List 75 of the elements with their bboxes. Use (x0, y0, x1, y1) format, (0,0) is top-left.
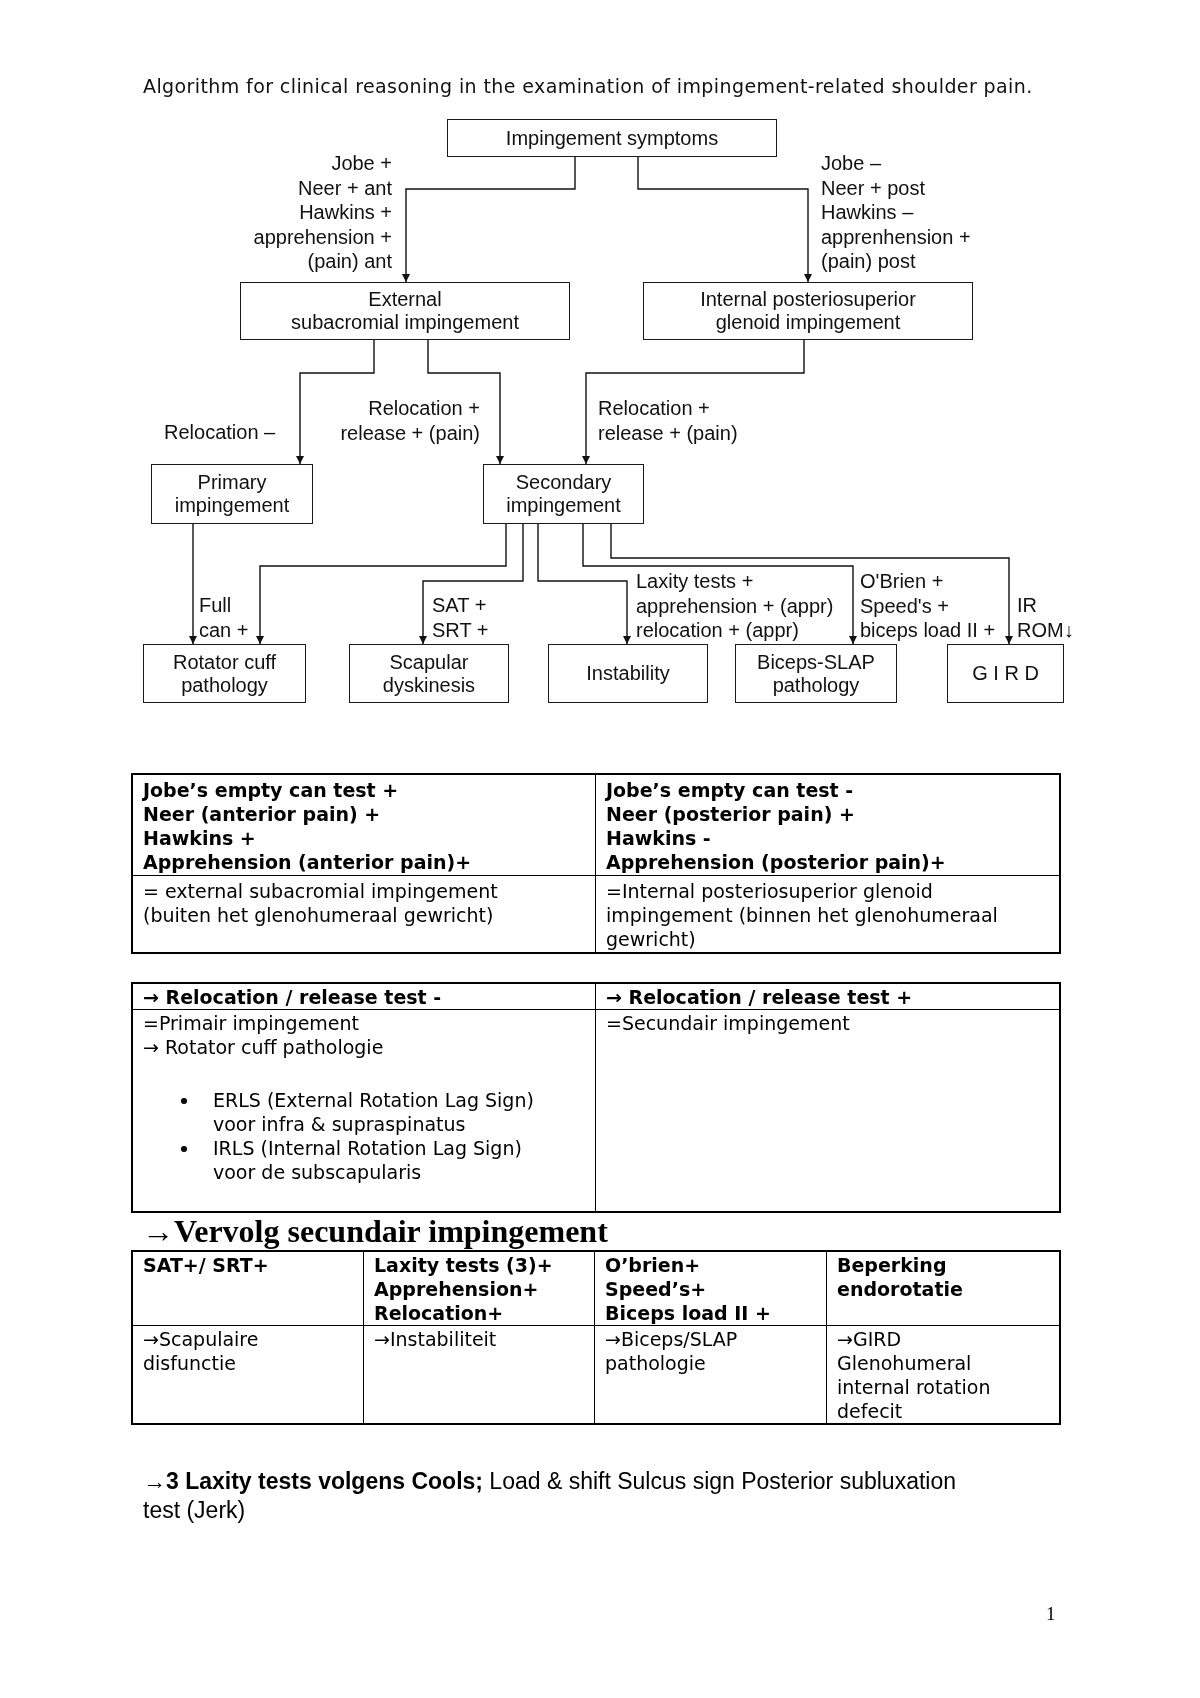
test-criterion: Apprehension (anterior pain)+ (143, 850, 473, 874)
finding-text: →Instabiliteit (374, 1327, 498, 1351)
test-criterion: Apprehension (posterior pain)+ (606, 850, 947, 874)
edge-label: IR ROM↓ (1017, 593, 1074, 642)
arrow (582, 523, 857, 645)
test-criterion: Biceps load II + (605, 1301, 772, 1325)
test-criterion: Beperking endorotatie (837, 1253, 964, 1301)
test-criterion: → Relocation / release test + (606, 985, 914, 1009)
arrow (402, 156, 576, 283)
arrow (582, 339, 805, 465)
finding-text: =Secundair impingement (606, 1011, 851, 1035)
process-box (947, 644, 1064, 703)
finding-text: =Internal posteriosuperior glenoid impingement (binnen het glenohumeraal gewricht) (606, 879, 999, 951)
finding-text: →Biceps/SLAP pathologie (605, 1327, 739, 1375)
edge-label: Laxity tests + apprehension + (appr) relocation + (appr) (636, 569, 834, 643)
arrow (419, 523, 524, 645)
step-label: Scapular dyskinesis (382, 650, 476, 697)
edge-label: Full can + (199, 593, 249, 642)
step-label: G I R D (972, 662, 1039, 685)
title: Algorithm for clinical reasoning in the examination of impingement-related shoulder pain. (143, 74, 1033, 98)
test-criterion: SAT+/ SRT+ (143, 1253, 270, 1277)
process-box (483, 464, 644, 524)
test-criterion: Hawkins + (143, 826, 257, 850)
arrow (537, 523, 631, 645)
step-label: Internal posteriosuperior glenoid impingement (700, 288, 916, 334)
test-criterion: Speed’s+ (605, 1277, 708, 1301)
step-label: Biceps-SLAP pathology (757, 650, 875, 697)
section-heading: →Vervolg secundair impingement (142, 1213, 608, 1249)
list-item-text: IRLS (Internal Rotation Lag Sign) voor de subscapularis (213, 1136, 523, 1184)
edge-label: Jobe – Neer + post Hawkins – apprenhension + (pain) post (821, 151, 971, 274)
test-criterion: Jobe’s empty can test - (606, 778, 855, 802)
step-label: Secondary impingement (506, 471, 621, 517)
edge-label: Relocation + release + (pain) (340, 396, 480, 445)
process-box (240, 282, 570, 340)
finding-text: → Rotator cuff pathologie (143, 1035, 385, 1059)
step-label: Rotator cuff pathology (173, 650, 276, 697)
finding-text: =Primair impingement (143, 1011, 361, 1035)
test-criterion: Relocation+ (374, 1301, 505, 1325)
test-criterion: Neer (posterior pain) + (606, 802, 856, 826)
step-label: Impingement symptoms (505, 126, 719, 150)
finding-text: Glenohumeral internal rotation defecit (837, 1351, 992, 1423)
step-label: External subacromial impingement (291, 288, 519, 334)
list-item-text: ERLS (External Rotation Lag Sign) voor infra & supraspinatus (213, 1088, 535, 1136)
process-box (447, 119, 777, 157)
arrow (427, 339, 504, 465)
process-box (643, 282, 973, 340)
page-number: 1 (1046, 1603, 1056, 1625)
process-box (143, 644, 306, 703)
process-box (349, 644, 509, 703)
test-criterion: Laxity tests (3)+ (374, 1253, 554, 1277)
test-criterion: Apprehension+ (374, 1277, 540, 1301)
step-label: Instability (586, 662, 670, 685)
test-criterion: Jobe’s empty can test + (143, 778, 400, 802)
arrow (296, 339, 375, 465)
process-box (735, 644, 897, 703)
test-criterion: → Relocation / release test - (143, 985, 443, 1009)
finding-text: →Scapulaire disfunctie (143, 1327, 260, 1375)
step-label: Primary impingement (174, 471, 290, 517)
process-box (151, 464, 313, 524)
test-criterion: Neer (anterior pain) + (143, 802, 382, 826)
arrow (256, 523, 507, 645)
process-box (548, 644, 708, 703)
edge-label: Relocation – (164, 420, 276, 445)
arrow (637, 156, 812, 283)
edge-label: Relocation + release + (pain) (598, 396, 738, 445)
arrow (189, 523, 197, 645)
finding-text: = external subacromial impingement (buiten het glenohumeraal gewricht) (143, 879, 499, 927)
finding-text: →GIRD (837, 1327, 903, 1351)
edge-label: SAT + SRT + (432, 593, 489, 642)
edge-label: O'Brien + Speed's + biceps load II + (860, 569, 996, 643)
test-criterion: O’brien+ (605, 1253, 702, 1277)
note-text: →3 Laxity tests volgens Cools; Load & shift Sulcus sign Posterior subluxation test (Jerk) (143, 1467, 958, 1525)
edge-label: Jobe + Neer + ant Hawkins + apprehension + (pain) ant (253, 151, 392, 274)
arrow (610, 523, 1013, 645)
test-criterion: Hawkins - (606, 826, 712, 850)
